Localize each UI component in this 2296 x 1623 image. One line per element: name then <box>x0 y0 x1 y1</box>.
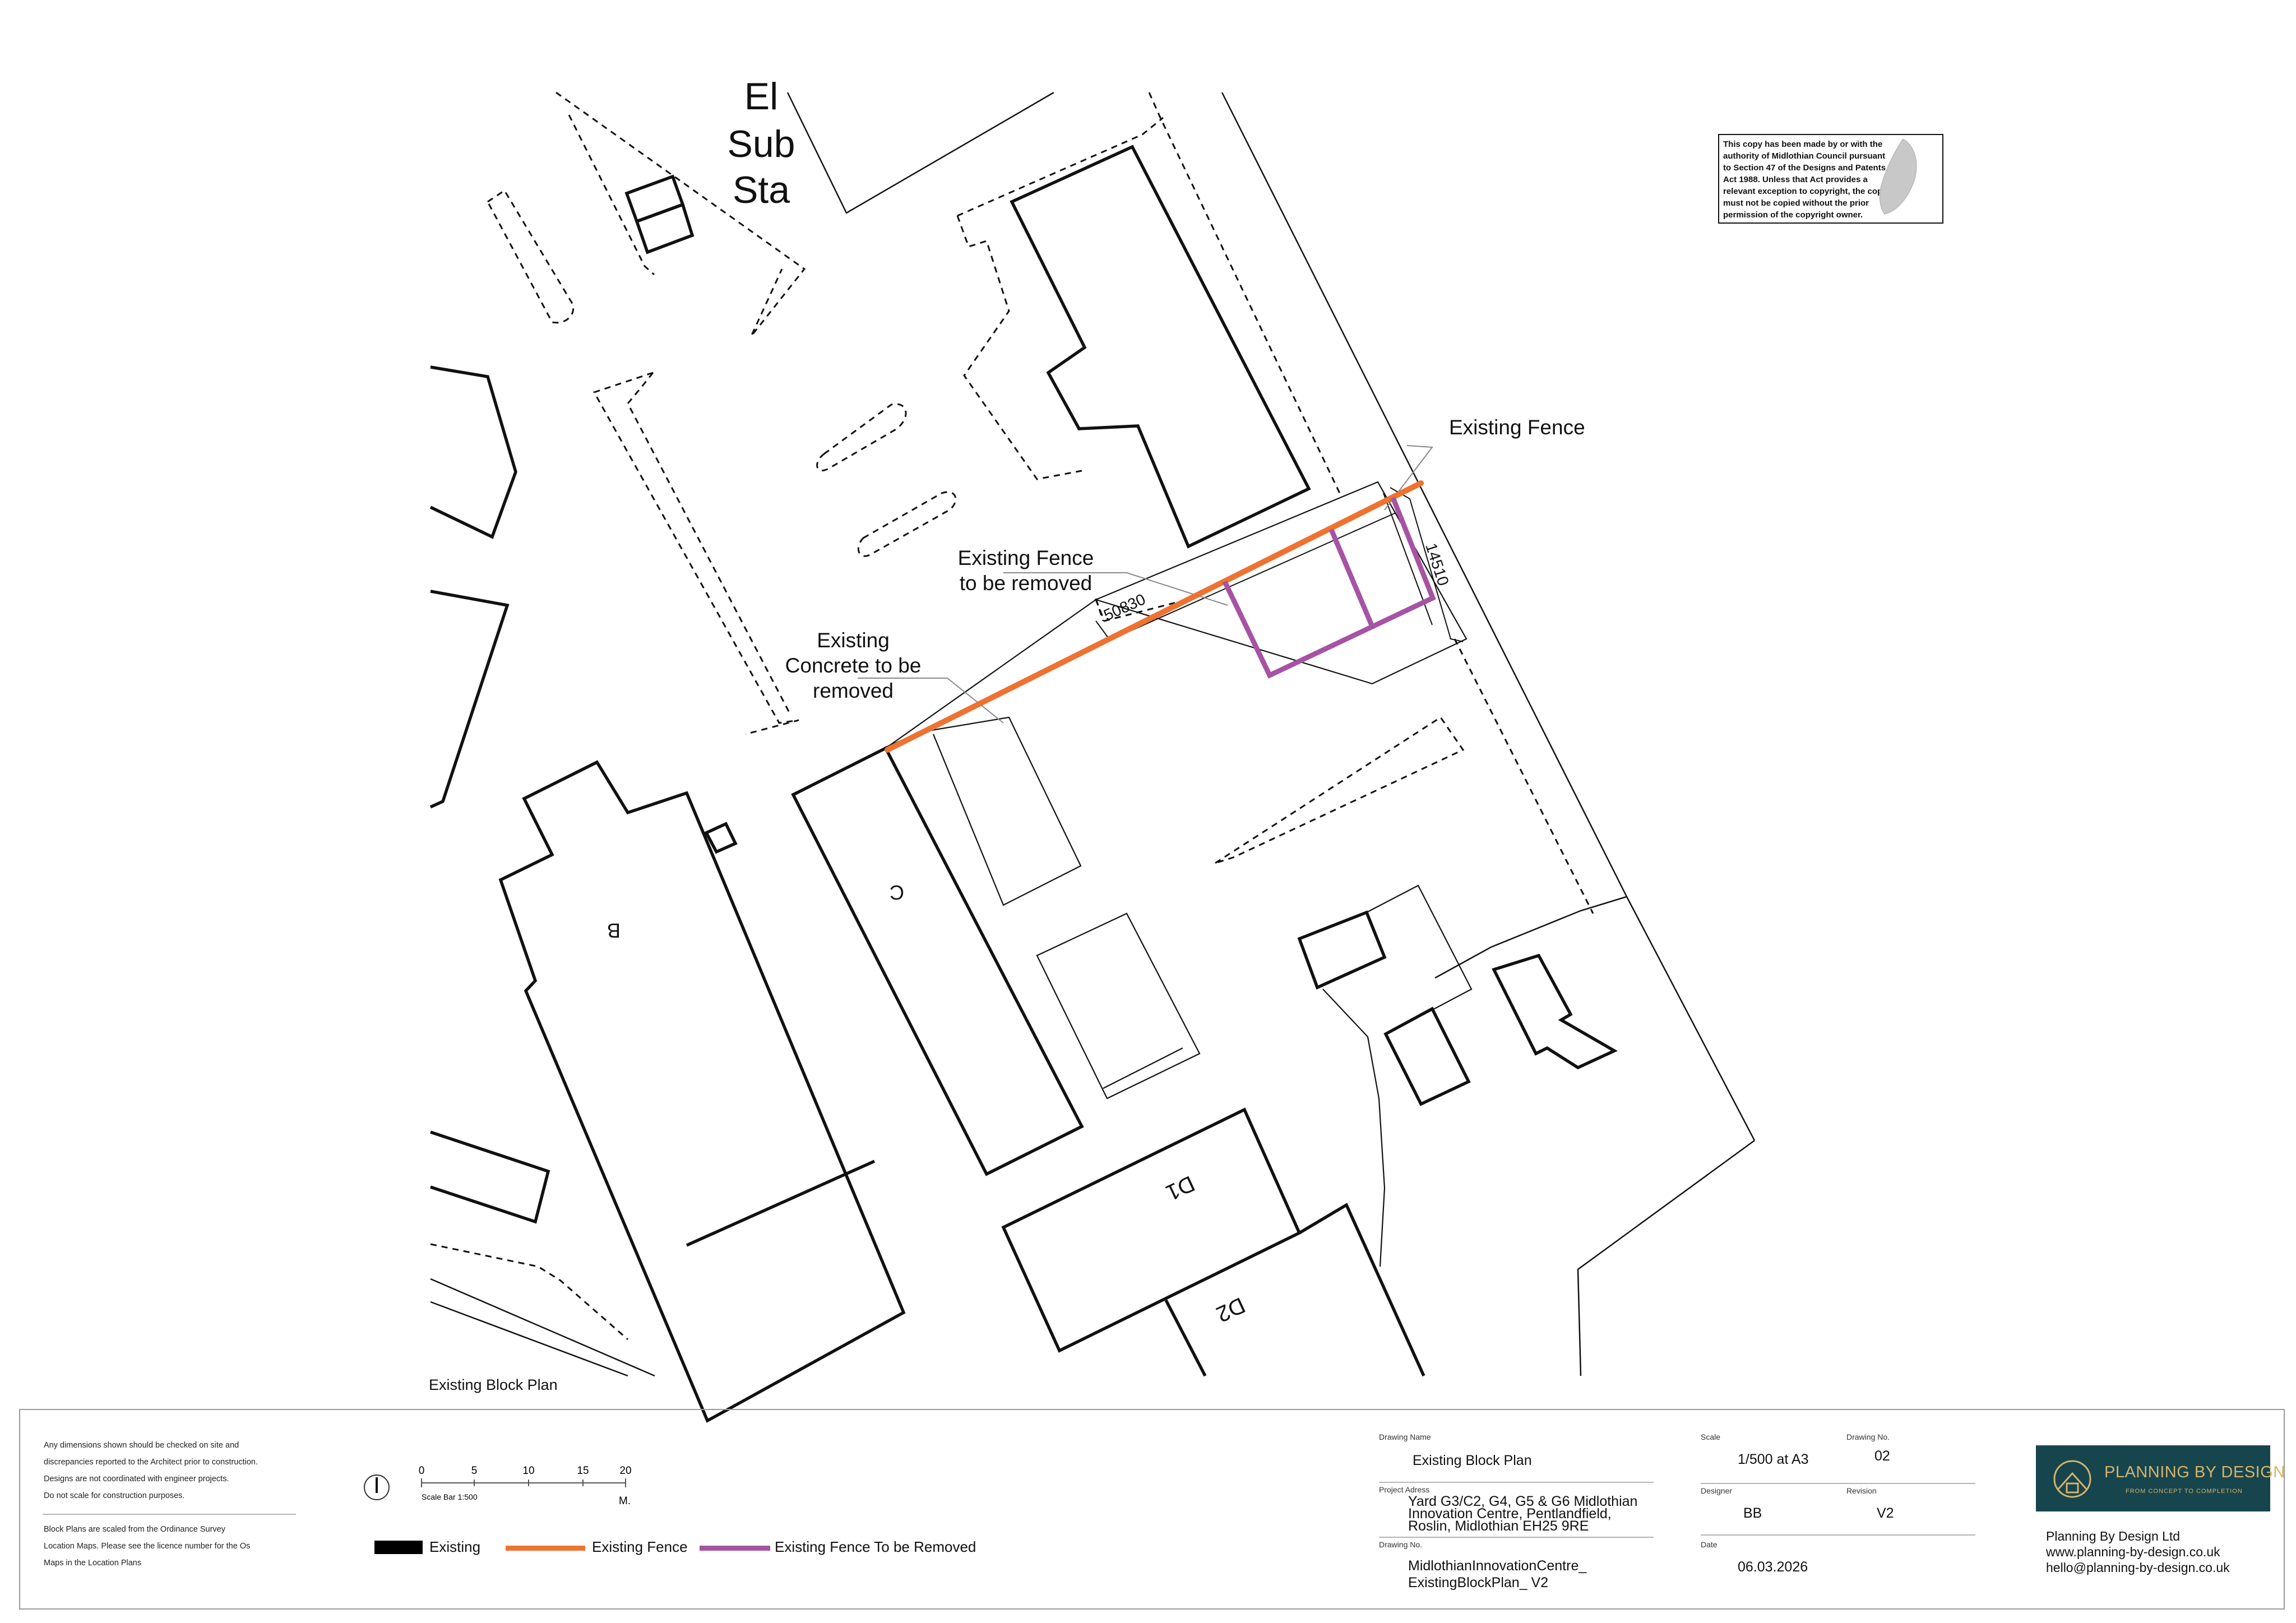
scale-field-value: 1/500 at A3 <box>1738 1452 1809 1467</box>
note-line: Any dimensions shown should be checked o… <box>44 1441 239 1450</box>
scale-field-caption: Scale <box>1701 1432 1721 1441</box>
building-b-label: B <box>607 919 621 942</box>
site-boundary <box>430 91 1756 1377</box>
legend-label-fence: Existing Fence <box>592 1538 688 1555</box>
address-line: Yard G3/C2, G4, G5 & G6 Midlothian <box>1408 1494 1638 1509</box>
drawing-no-line: ExistingBlockPlan_ V2 <box>1408 1575 1549 1590</box>
scale-tick-10: 10 <box>522 1465 534 1477</box>
leader-lines <box>858 445 1433 724</box>
company-name: Planning By Design Ltd <box>2046 1529 2181 1543</box>
legend-label-fence-removed: Existing Fence To be Removed <box>775 1538 976 1555</box>
plan-title: Existing Block Plan <box>429 1376 558 1393</box>
scale-bar: 0 5 10 15 20 M. Scale Bar 1:500 <box>364 1465 632 1507</box>
field-divider <box>1379 1537 1654 1538</box>
scale-tick-20: 20 <box>619 1465 631 1477</box>
note-line: Designs are not coordinated with enginee… <box>44 1474 229 1483</box>
revision-value: V2 <box>1877 1505 1894 1521</box>
block-plan-notes: Block Plans are scaled from the Ordinanc… <box>44 1521 250 1571</box>
scale-caption: Scale Bar 1:500 <box>422 1492 478 1501</box>
notes-divider <box>43 1514 296 1515</box>
drawing-no-caption: Drawing No. <box>1379 1540 1423 1549</box>
sheet-no-value: 02 <box>1874 1448 1890 1464</box>
company-website[interactable]: www.planning-by-design.co.uk <box>2046 1545 2220 1559</box>
dimension-notes: Any dimensions shown should be checked o… <box>44 1437 258 1504</box>
date-value: 06.03.2026 <box>1738 1559 1808 1575</box>
scale-tick-5: 5 <box>471 1465 478 1477</box>
designer-value: BB <box>1743 1505 1762 1521</box>
designer-caption: Designer <box>1701 1486 1733 1495</box>
label-fence-removed-1: Existing Fence <box>958 546 1094 569</box>
company-logo: PLANNING BY DESIGN FROM CONCEPT TO COMPL… <box>2036 1445 2285 1511</box>
copyright-notice: This copy has been made by or with the a… <box>1718 134 1943 224</box>
title-block: Any dimensions shown should be checked o… <box>19 1409 2285 1610</box>
scale-tick-0: 0 <box>419 1465 425 1477</box>
fence-to-be-removed <box>1222 497 1436 679</box>
existing-buildings <box>429 145 1618 1423</box>
drawing-no-line: MidlothianInnovationCentre_ <box>1408 1558 1587 1574</box>
copyright-line-6: must not be copied without the prior <box>1723 198 1869 208</box>
legend-swatch-fence-removed <box>700 1546 770 1551</box>
note-line: Block Plans are scaled from the Ordinanc… <box>44 1525 225 1534</box>
field-divider <box>1379 1482 1654 1483</box>
substation-label-3: Sta <box>733 169 790 211</box>
dashed-outlines <box>430 91 1594 1341</box>
label-concrete-3: removed <box>813 679 894 702</box>
sheet-no-caption: Drawing No. <box>1846 1432 1890 1441</box>
note-line: Location Maps. Please see the licence nu… <box>44 1542 251 1551</box>
label-concrete-1: Existing <box>817 629 890 652</box>
date-caption: Date <box>1701 1540 1718 1549</box>
copyright-line-3: to Section 47 of the Designs and Patents <box>1723 163 1886 173</box>
revision-caption: Revision <box>1846 1486 1877 1495</box>
note-line: Maps in the Location Plans <box>44 1559 142 1568</box>
logo-name: PLANNING BY DESIGN <box>2104 1463 2285 1481</box>
substation-label-1: El <box>744 75 778 118</box>
project-address-value: Yard G3/C2, G4, G5 & G6 Midlothian Innov… <box>1408 1494 1638 1534</box>
scale-unit: M. <box>619 1495 631 1507</box>
plan-labels: El Sub Sta B C D1 D2 Existing Fence Exis… <box>607 75 1585 1327</box>
drawing-name-value: Existing Block Plan <box>1413 1453 1532 1468</box>
drawing-no-value: MidlothianInnovationCentre_ ExistingBloc… <box>1408 1557 1586 1591</box>
building-c-label: C <box>890 881 904 904</box>
legend-swatch-fence <box>506 1546 585 1551</box>
legend-label-existing: Existing <box>429 1538 481 1555</box>
scale-tick-15: 15 <box>577 1465 589 1477</box>
copyright-line-2: authority of Midlothian Council pursuant <box>1723 151 1885 161</box>
existing-fence <box>885 480 1424 753</box>
copyright-line-5: relevant exception to copyright, the cop… <box>1723 187 1887 196</box>
project-address-caption: Project Adress <box>1379 1485 1430 1494</box>
address-line: Innovation Centre, Pentlandfield, <box>1408 1506 1612 1522</box>
dimension-fence-length: 50830 <box>1101 590 1148 624</box>
copyright-line-7: permission of the copyright owner. <box>1723 210 1863 220</box>
drawing-name-caption: Drawing Name <box>1379 1432 1431 1441</box>
field-divider <box>1701 1483 1975 1484</box>
company-email[interactable]: hello@planning-by-design.co.uk <box>2046 1560 2230 1575</box>
north-arrow-icon <box>364 1474 390 1500</box>
substation-label-2: Sub <box>728 123 795 165</box>
copyright-line-4: Act 1988. Unless that Act provides a <box>1723 175 1868 184</box>
label-existing-fence: Existing Fence <box>1449 416 1585 439</box>
legend-swatch-existing <box>374 1541 423 1554</box>
label-concrete-2: Concrete to be <box>785 654 922 677</box>
thistle-leaf-icon <box>1879 138 1917 215</box>
address-line: Roslin, Midlothian EH25 9RE <box>1408 1518 1589 1534</box>
building-d1-label: D1 <box>1162 1171 1198 1205</box>
label-fence-removed-2: to be removed <box>960 572 1093 595</box>
field-divider <box>1701 1534 1975 1536</box>
copyright-line-1: This copy has been made by or with the <box>1723 140 1882 149</box>
house-icon <box>2053 1460 2091 1498</box>
note-line: discrepancies reported to the Architect … <box>44 1458 258 1467</box>
logo-tagline: FROM CONCEPT TO COMPLETION <box>2126 1488 2243 1495</box>
building-d2-label: D2 <box>1212 1292 1249 1327</box>
note-line: Do not scale for construction purposes. <box>44 1491 185 1500</box>
